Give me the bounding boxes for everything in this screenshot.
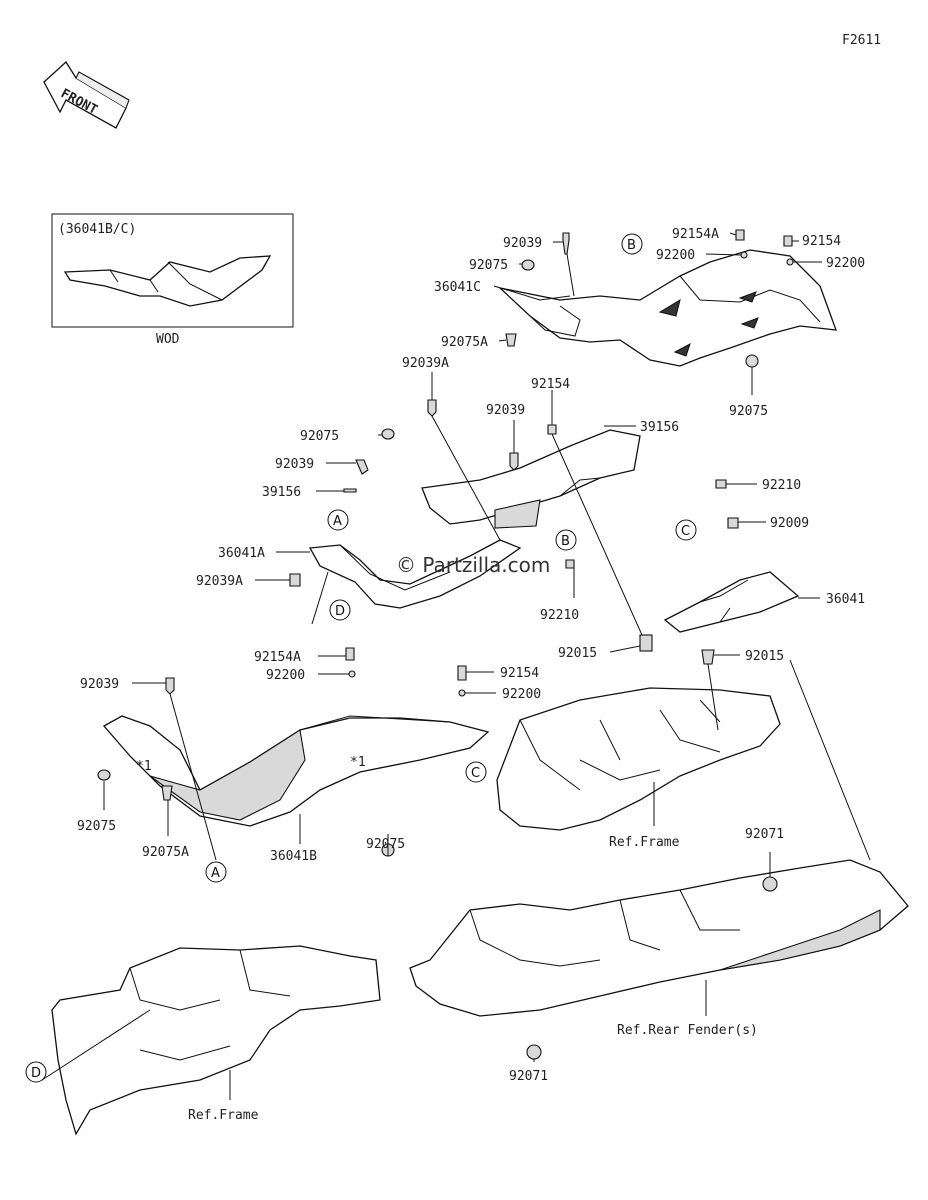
seat-cover-36041c <box>497 249 837 367</box>
label-92015-left: 92015 <box>558 646 597 661</box>
grommet-92075-right <box>745 354 759 368</box>
label-92154-top: 92154 <box>802 234 841 249</box>
leader-lines <box>41 232 871 1100</box>
label-92015-right: 92015 <box>745 649 784 664</box>
label-92039a-left: 92039A <box>196 574 243 589</box>
hardware <box>97 229 794 1060</box>
callout-d-lower: D <box>31 1066 41 1081</box>
callout-a-lower: A <box>211 866 220 881</box>
label-39156-left: 39156 <box>262 485 301 500</box>
label-92075-lower-left: 92075 <box>77 819 116 834</box>
bolt-92154-mid <box>547 424 557 435</box>
pin-92075a-top <box>505 333 517 347</box>
label-36041: 36041 <box>826 592 865 607</box>
inset-cover-illustration <box>63 255 272 307</box>
clip-92039a-top <box>427 399 437 417</box>
grommet-92075-mid <box>381 428 395 440</box>
clip-92039-mid <box>509 452 519 471</box>
side-cover-36041b <box>102 715 490 827</box>
callout-a-mid: A <box>333 514 342 529</box>
label-92210-mid: 92210 <box>540 608 579 623</box>
label-92154-mid: 92154 <box>531 377 570 392</box>
inset-box: (36041B/C) WOD <box>51 213 294 347</box>
figure-code: F2611 <box>842 33 881 48</box>
inset-header: (36041B/C) <box>58 222 136 237</box>
seat-cover-36041a <box>308 539 522 609</box>
label-ref-frame-lower: Ref.Frame <box>188 1108 259 1123</box>
label-92075-right: 92075 <box>729 404 768 419</box>
seat-cover-36041 <box>663 571 800 633</box>
grommet-92071-upper <box>762 876 778 892</box>
bracket-39156 <box>421 429 641 529</box>
label-92039a-top: 92039A <box>402 356 449 371</box>
label-92154-lower: 92154 <box>500 666 539 681</box>
nut-92210-mid <box>565 559 575 569</box>
grommet-92075-lower-left <box>97 769 111 781</box>
label-92075a-top: 92075A <box>441 335 488 350</box>
label-92039-top: 92039 <box>503 236 542 251</box>
label-92009: 92009 <box>770 516 809 531</box>
callout-b-mid: B <box>561 534 570 549</box>
frame-center <box>496 687 781 831</box>
label-ref-rear-fender: Ref.Rear Fender(s) <box>617 1023 758 1038</box>
label-92200-top: 92200 <box>656 248 695 263</box>
washer-92200-right <box>786 258 794 266</box>
label-92039-mid: 92039 <box>486 403 525 418</box>
part-labels: 92039 92075 36041C 92075A 92039A 92154A … <box>77 227 865 1123</box>
washer-92200-top <box>740 251 748 259</box>
label-ref-frame-center: Ref.Frame <box>609 835 680 850</box>
label-92200-mid: 92200 <box>266 668 305 683</box>
bolt-92154a-mid <box>345 647 355 661</box>
footnote-mark-right: *1 <box>350 755 366 770</box>
clip-92039-top <box>562 232 570 255</box>
label-92071-upper: 92071 <box>745 827 784 842</box>
label-92071-lower: 92071 <box>509 1069 548 1084</box>
callouts: B A B C D C A D <box>25 233 697 1083</box>
pin-92075a-lower <box>161 785 173 801</box>
clip-39156-left <box>343 488 357 493</box>
label-92200-lower: 92200 <box>502 687 541 702</box>
grommet-92075-top <box>521 259 535 271</box>
footnote-mark-left: *1 <box>136 759 152 774</box>
callout-c-right: C <box>681 524 690 539</box>
label-92075-top: 92075 <box>469 258 508 273</box>
collar-92015-left <box>639 634 653 652</box>
label-92075a-lower: 92075A <box>142 845 189 860</box>
collar-92015-right <box>701 649 715 665</box>
label-92154a-mid: 92154A <box>254 650 301 665</box>
label-92039-lower: 92039 <box>80 677 119 692</box>
frame-lower-left <box>51 945 381 1136</box>
label-92039-left: 92039 <box>275 457 314 472</box>
rear-fender <box>409 859 909 1017</box>
washer-92200-lower <box>458 689 466 697</box>
label-92210-right: 92210 <box>762 478 801 493</box>
label-36041a: 36041A <box>218 546 265 561</box>
label-92075-lower: 92075 <box>366 837 405 852</box>
label-92200-right: 92200 <box>826 256 865 271</box>
clip-92039-lower <box>165 677 175 695</box>
label-92154a-top: 92154A <box>672 227 719 242</box>
label-39156-right: 39156 <box>640 420 679 435</box>
label-36041c: 36041C <box>434 280 481 295</box>
washer-92200-mid <box>348 670 356 678</box>
clip-92039a-left <box>289 573 301 587</box>
watermark: © Partzilla.com <box>396 553 550 577</box>
inset-footer: WOD <box>156 332 180 347</box>
bolt-92154a-top <box>735 229 745 241</box>
callout-c-lower: C <box>471 766 480 781</box>
label-36041b: 36041B <box>270 849 317 864</box>
grommet-92071-lower <box>526 1044 542 1060</box>
bolt-92154-top <box>783 235 793 247</box>
label-92075-mid: 92075 <box>300 429 339 444</box>
nut-92210-right <box>715 479 727 489</box>
bolt-92009 <box>727 517 739 529</box>
clip-92039-left <box>355 459 369 475</box>
callout-b-top: B <box>627 238 636 253</box>
bolt-92154-lower <box>457 665 467 681</box>
front-arrow-icon: FRONT <box>43 60 130 129</box>
callout-d-mid: D <box>335 604 345 619</box>
